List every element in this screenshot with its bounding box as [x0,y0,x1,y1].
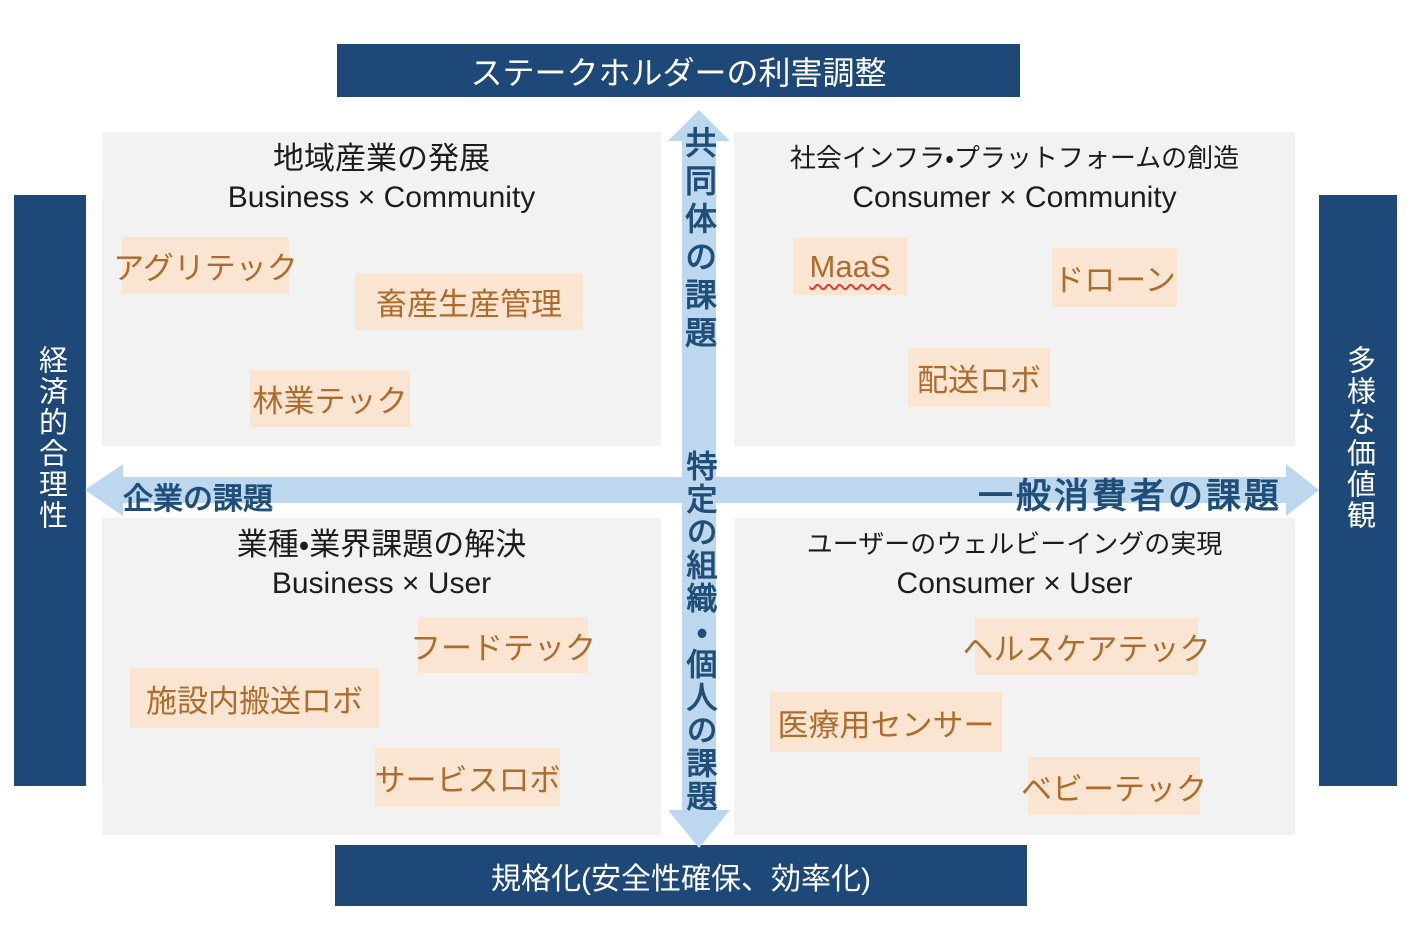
item-medical-sensor: 医療用センサー [770,692,1002,752]
quadrant-top-left-subtitle: Business × Community [227,181,536,214]
quadrant-bottom-left: 業種・業界課題の解決 Business × User フードテック 施設内搬送ロ… [102,518,661,835]
item-healthcare-tech-label: ヘルスケアテック [962,632,1211,667]
quadrant-bottom-right-subtitle: Consumer × User [896,567,1133,600]
item-food-tech-label: フードテック [410,630,596,666]
item-agritech-label: アグリテック [113,251,298,286]
quadrant-top-right-subtitle: Consumer × Community [852,181,1177,214]
item-livestock-label: 畜産生産管理 [376,287,562,322]
item-service-robot: サービスロボ [374,748,561,807]
item-drone-label: ドローン [1053,263,1176,298]
bottom-banner-label: 規格化(安全性確保、効率化) [491,862,871,896]
quadrant-bottom-right-header: ユーザーのウェルビーイングの実現 Consumer × User [734,525,1295,603]
left-banner: 経済的合理性 [14,195,86,786]
item-service-robot-label: サービスロボ [374,763,561,798]
item-baby-tech: ベビーテック [1021,757,1207,815]
axis-label-consumer-issues: 一般消費者の課題 [978,477,1283,516]
item-food-tech: フードテック [410,617,596,673]
axis-label-corporate-issues: 企業の課題 [123,483,273,516]
quadrant-top-left: 地域産業の発展 Business × Community アグリテック 畜産生産… [102,132,661,446]
axis-label-specific-org-individual-issues: 特定の組織・個人の課題 [681,450,717,813]
bottom-banner: 規格化(安全性確保、効率化) [335,845,1027,906]
item-delivery-robot-label: 配送ロボ [917,363,1041,398]
item-medical-sensor-label: 医療用センサー [777,707,995,743]
item-facility-transport-robot-label: 施設内搬送ロボ [146,683,363,719]
top-banner: ステークホルダーの利害調整 [337,44,1020,97]
quadrant-top-right-title: 社会インフラ・プラットフォームの創造 [789,143,1240,173]
quadrant-top-left-header: 地域産業の発展 Business × Community [102,139,661,217]
item-facility-transport-robot: 施設内搬送ロボ [130,668,379,728]
quadrant-top-right-header: 社会インフラ・プラットフォームの創造 Consumer × Community [734,139,1295,217]
quadrant-bottom-right-title: ユーザーのウェルビーイングの実現 [806,529,1223,559]
vertical-axis-band [682,140,716,812]
quadrant-bottom-right: ユーザーのウェルビーイングの実現 Consumer × User ヘルスケアテッ… [734,518,1295,835]
quadrant-bottom-left-title: 業種・業界課題の解決 [236,527,527,562]
quadrant-bottom-left-subtitle: Business × User [271,567,492,600]
axis-label-community-issues: 共同体の課題 [681,126,717,354]
right-banner: 多様な価値観 [1319,195,1397,786]
item-healthcare-tech: ヘルスケアテック [963,618,1211,675]
item-forestry-tech: 林業テック [250,370,410,427]
vertical-axis-up-arrowhead-icon [668,110,730,141]
item-maas-label: MaaS [809,248,891,284]
item-agritech: アグリテック [113,237,298,294]
horizontal-axis-left-arrowhead-icon [85,464,123,516]
item-livestock-production-management: 畜産生産管理 [355,273,583,330]
item-forestry-label: 林業テック [252,384,408,419]
quadrant-top-right: 社会インフラ・プラットフォームの創造 Consumer × Community … [734,132,1295,446]
item-maas: MaaS [793,238,907,295]
horizontal-axis-right-arrowhead-icon [1286,464,1319,516]
top-banner-label: ステークホルダーの利害調整 [470,54,887,91]
right-banner-label: 多様な価値観 [1342,345,1375,531]
vertical-axis-down-arrowhead-icon [668,810,730,848]
item-drone: ドローン [1052,248,1177,307]
item-delivery-robot: 配送ロボ [908,348,1050,407]
quadrant-top-left-title: 地域産業の発展 [273,141,490,176]
left-banner-label: 経済的合理性 [34,345,67,531]
item-baby-tech-label: ベビーテック [1021,771,1207,807]
quadrant-bottom-left-header: 業種・業界課題の解決 Business × User [102,525,661,603]
